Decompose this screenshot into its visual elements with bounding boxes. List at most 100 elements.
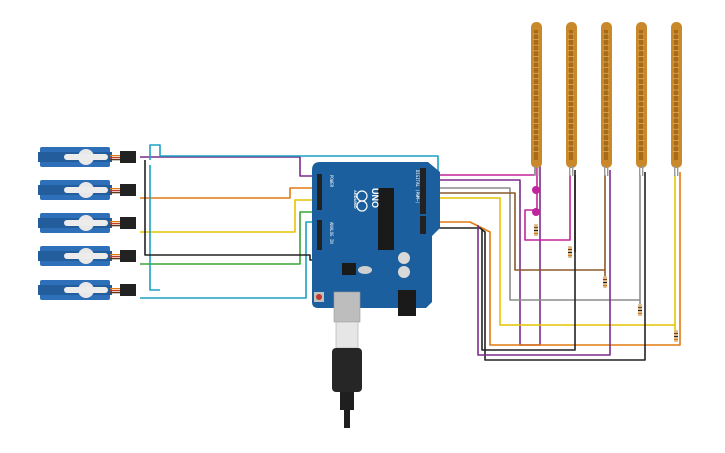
flex-sensor[interactable]	[636, 22, 647, 176]
resistors	[534, 224, 678, 342]
flex-sensor[interactable]	[601, 22, 612, 176]
resistor-band	[568, 252, 572, 253]
wire-servo-vcc-cyan-2	[149, 165, 160, 291]
arduino-uno[interactable]: UNO ARDUINO POWER ANALOG IN DIGITAL (PWM…	[312, 162, 440, 323]
usb-plug-metal	[335, 321, 359, 349]
resistor-band	[638, 310, 642, 311]
reset-button-cap[interactable]	[316, 294, 322, 300]
servo-lead	[110, 223, 120, 225]
usb-cable-wire	[344, 410, 350, 428]
wire-junction-1	[532, 186, 540, 194]
servo-connector	[120, 250, 136, 262]
servo-motor[interactable]	[38, 147, 136, 167]
resistor[interactable]	[568, 246, 572, 258]
wire-servo2-orange	[140, 187, 316, 199]
analog-label: ANALOG IN	[329, 222, 334, 244]
board-brand: ARDUINO	[353, 190, 358, 209]
flex-sensor[interactable]	[671, 22, 682, 176]
servo-lead	[110, 155, 120, 157]
dc-power-jack[interactable]	[398, 290, 416, 316]
servo-connector	[120, 151, 136, 163]
wire-gnd-black	[428, 172, 646, 361]
servo-connector	[120, 284, 136, 296]
arduino-logo-icon-2	[356, 200, 368, 212]
servos	[38, 147, 136, 300]
resistor[interactable]	[534, 224, 538, 236]
wire-servo-vcc-cyan	[149, 144, 439, 180]
flex-sensor-trace	[534, 30, 538, 160]
flex-sensor-pin	[642, 166, 644, 176]
power-label: POWER	[329, 175, 334, 188]
flex-sensor-trace	[674, 30, 678, 160]
servo-motor[interactable]	[38, 213, 136, 233]
resistor-band	[568, 255, 572, 256]
atmega-chip	[378, 188, 394, 250]
resistor-band	[638, 307, 642, 308]
flex-sensor-pin	[607, 166, 609, 176]
wire-gnd-black-2	[481, 170, 576, 351]
wire-flex1-magenta	[428, 162, 536, 176]
wire-flex-lead-1	[524, 165, 571, 241]
digital-header-bottom	[420, 216, 426, 234]
servo-lead	[110, 190, 120, 192]
wire-5v-purple-2	[477, 170, 611, 356]
resistor-band	[638, 313, 642, 314]
resistor-band	[534, 227, 538, 228]
small-chip	[342, 263, 356, 275]
servo-connector	[120, 184, 136, 196]
resistor[interactable]	[674, 330, 678, 342]
flex-sensor-trace	[604, 30, 608, 160]
wire-flex5-yellow	[428, 197, 675, 326]
servo-lead	[110, 292, 120, 294]
servo-arm	[64, 220, 108, 226]
resistor-band	[568, 249, 572, 250]
wire-5v-orange	[428, 172, 681, 346]
wires	[140, 144, 681, 361]
servo-lead	[110, 192, 120, 194]
analog-header	[317, 220, 322, 250]
crystal	[358, 266, 372, 274]
servo-lead	[110, 221, 120, 223]
servo-motor[interactable]	[38, 180, 136, 200]
resistor-band	[534, 233, 538, 234]
resistor-band	[674, 333, 678, 334]
resistor[interactable]	[603, 276, 607, 288]
servo-arm	[64, 287, 108, 293]
power-header	[317, 174, 322, 210]
resistor-band	[534, 230, 538, 231]
servo-motor[interactable]	[38, 246, 136, 266]
wire-junction-2	[532, 208, 540, 216]
flex-sensor[interactable]	[566, 22, 577, 176]
servo-lead	[110, 225, 120, 227]
usb-port[interactable]	[333, 291, 361, 323]
flex-sensor-pin	[569, 166, 571, 176]
capacitor-1	[398, 252, 410, 264]
flex-sensor-pin	[534, 166, 536, 176]
flex-sensor[interactable]	[531, 22, 542, 176]
resistor-band	[603, 282, 607, 283]
resistor-band	[603, 285, 607, 286]
usb-cable	[332, 321, 362, 428]
flex-sensors	[531, 22, 682, 176]
servo-arm	[64, 154, 108, 160]
flex-sensor-trace	[569, 30, 573, 160]
servo-lead	[110, 188, 120, 190]
resistor-band	[674, 336, 678, 337]
servo-arm	[64, 253, 108, 259]
servo-motor[interactable]	[38, 280, 136, 300]
wire-servo1-purple	[140, 156, 316, 177]
usb-plug-body	[332, 348, 362, 392]
resistor-band	[674, 339, 678, 340]
flex-sensor-trace	[639, 30, 643, 160]
flex-sensor-pin	[572, 166, 574, 176]
wire-servo3-yellow	[140, 199, 316, 233]
digital-header-top	[420, 168, 426, 214]
flex-sensor-pin	[537, 166, 539, 176]
servo-lead	[110, 258, 120, 260]
capacitor-2	[398, 266, 410, 278]
resistor[interactable]	[638, 304, 642, 316]
servo-lead	[110, 157, 120, 159]
digital-label: DIGITAL (PWM~)	[415, 170, 420, 204]
flex-sensor-pin	[677, 166, 679, 176]
